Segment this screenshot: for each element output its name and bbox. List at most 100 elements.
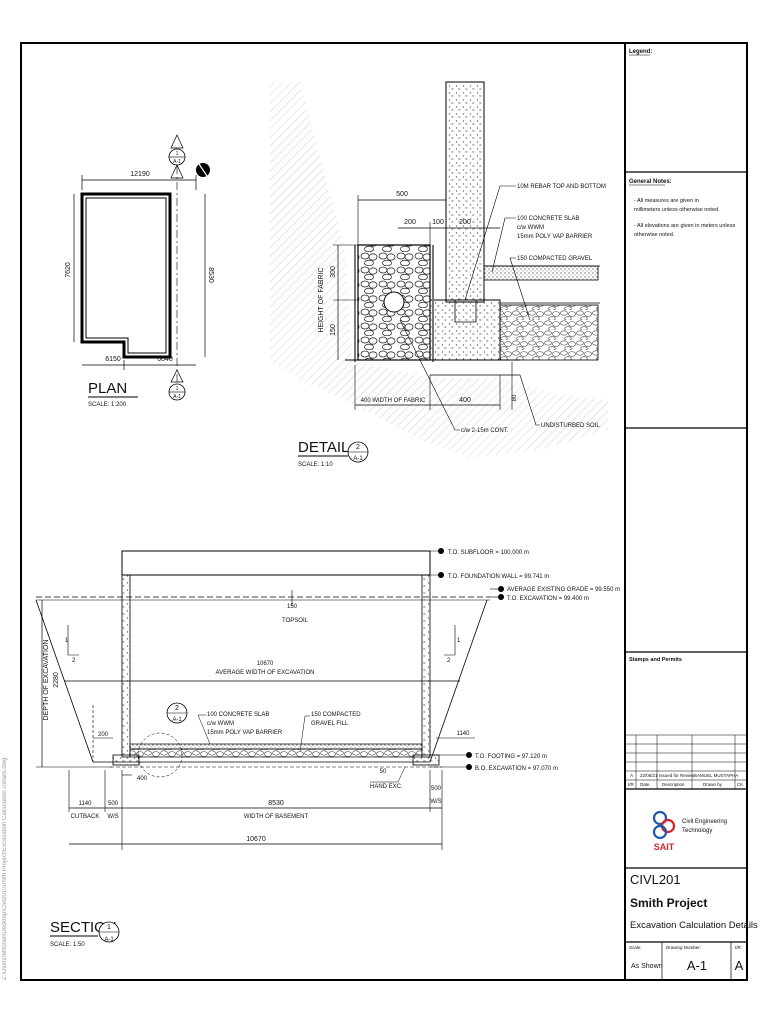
elev-excavation-top: T.O. EXCAVATION = 99.400 m (507, 596, 589, 602)
topsoil-dim: 150 (287, 604, 298, 610)
note-line-1: - All measures are given in (634, 198, 699, 204)
note-line-4: otherwise noted. (634, 232, 675, 238)
hand-exc-label: HAND EXC. (370, 784, 403, 790)
detail-marker: 2 A-1 (347, 441, 369, 463)
plan-title: PLAN (88, 380, 127, 397)
svg-text:A-1: A-1 (173, 394, 181, 400)
dept-line-1: Civil Engineering (682, 819, 727, 825)
scale-value: As Shown (631, 963, 663, 970)
plan-dim-right: 8530 (207, 267, 214, 283)
slope-left-1: 1 (65, 638, 69, 644)
svg-text:1: 1 (176, 151, 179, 157)
slope-left-2: 2 (72, 658, 76, 664)
detail-scale: SCALE: 1:10 (298, 462, 333, 468)
section-note-slab1: 100 CONCRETE SLAB (207, 712, 269, 718)
detail-note-gravel: 150 COMPACTED GRAVEL (517, 256, 593, 262)
section-dim-200: 200 (98, 732, 109, 738)
dept-line-2: Technology (682, 828, 712, 834)
detail-dim-500: 500 (396, 191, 408, 198)
section-dim-1140r: 1140 (457, 731, 471, 737)
ir-label: I/R: (735, 945, 742, 950)
section-view: T.O. SUBFLOOR = 100.000 m T.O. FOUNDATIO… (35, 548, 620, 948)
ws-label-left: W/S (107, 814, 118, 820)
elev-subfloor: T.O. SUBFLOOR = 100.000 m (448, 550, 529, 556)
slope-right-1: 1 (457, 638, 461, 644)
title-block: Legend: General Notes: - All measures ar… (625, 49, 758, 980)
detail-note-rebar: 10M REBAR TOP AND BOTTOM (517, 184, 606, 190)
plan-section-marker-bottom: 1 A-1 (168, 369, 186, 401)
footing-detail: 500 200 100 200 300 150 HEIGHT OF FABRIC… (270, 81, 608, 468)
ws-dim-left: 500 (108, 801, 119, 807)
elev-existing-grade: AVERAGE EXISTING GRADE = 99.550 m (507, 587, 620, 593)
stamps-label: Stamps and Permits (629, 657, 682, 663)
rev-drawn-by: SAMUEL MUSTAPHA (694, 773, 738, 778)
cutback-label: CUTBACK (71, 814, 100, 820)
detail-note-slab2: c/w WWM (517, 225, 544, 231)
detail-height-of-fabric: HEIGHT OF FABRIC (318, 267, 325, 332)
section-dim-400: 400 (137, 776, 148, 782)
sait-logo-icon: SAIT (652, 810, 676, 852)
rev-head-date: Date (640, 782, 650, 787)
detail-dim-200a: 200 (404, 219, 416, 226)
note-line-3: - All elevations are given in meters unl… (634, 223, 735, 229)
svg-text:2: 2 (356, 444, 360, 451)
course-code: CIVL201 (630, 872, 681, 887)
detail-fabric-width: 400 WIDTH OF FABRIC (361, 398, 426, 404)
scale-label: Scale: (629, 945, 642, 950)
detail-note-slab1: 100 CONCRETE SLAB (517, 216, 579, 222)
north-arrow-icon (196, 163, 210, 177)
plan-view: 12190 7620 8530 6150 6040 1 A-1 1 A-1 (65, 134, 214, 408)
depth-dim: 2280 (53, 672, 60, 688)
svg-text:A-1: A-1 (104, 937, 114, 943)
section-note-slab3: 15mm POLY VAP BARRIER (207, 730, 283, 736)
slope-right-2: 2 (447, 658, 451, 664)
elev-foundation-wall: T.O. FOUNDATION WALL = 99.741 m (448, 574, 549, 580)
section-note-gravel1: 150 COMPACTED (311, 712, 361, 718)
svg-text:2: 2 (175, 705, 179, 712)
rev-head-ir: I/R (628, 782, 635, 787)
avg-width-label: AVERAGE WIDTH OF EXCAVATION (216, 670, 315, 676)
depth-label: DEPTH OF EXCAVATION (43, 640, 50, 721)
section-marker: 1 A-1 (98, 921, 120, 943)
drawing-title: Excavation Calculation Details (630, 920, 758, 931)
sheet-border (20, 42, 748, 981)
rev-head-description: Description (662, 782, 685, 787)
general-notes-label: General Notes: (629, 179, 672, 185)
detail-dim-300: 300 (330, 266, 337, 278)
section-note-slab2: c/w WWM (207, 721, 234, 727)
legend-label: Legend: (629, 49, 652, 55)
detail-dim-200b: 200 (459, 219, 471, 226)
detail-dim-80: 80 (512, 394, 518, 401)
detail-title: DETAIL (298, 439, 349, 456)
section-note-gravel2: GRAVEL FILL (311, 721, 349, 727)
section-detail-marker: 2 A-1 (137, 702, 188, 778)
total-width-dim: 10670 (246, 836, 266, 843)
section-scale: SCALE: 1:50 (50, 942, 85, 948)
svg-text:A-1: A-1 (353, 456, 363, 462)
ir-value: A (735, 958, 744, 973)
detail-dim-100: 100 (432, 219, 444, 226)
svg-text:1: 1 (107, 924, 111, 931)
detail-note-soil: UNDISTURBED SOIL (541, 423, 600, 429)
plan-dim-bottom-right: 6040 (157, 356, 173, 363)
svg-text:A-1: A-1 (172, 717, 182, 723)
elev-excavation-bottom: B.O. EXCAVATION = 97.070 m (475, 766, 558, 772)
plan-dim-top: 12190 (130, 171, 150, 178)
project-name: Smith Project (630, 896, 707, 910)
note-line-2: millimeters unless otherwise noted. (634, 207, 720, 213)
drawing-number-label: Drawing Number: (666, 945, 701, 950)
ws-label-right: W/S (430, 799, 441, 805)
basement-dim: 8530 (268, 800, 284, 807)
topsoil-label: TOPSOIL (282, 618, 309, 624)
drawing-number: A-1 (687, 958, 707, 973)
plan-dim-left: 7620 (65, 262, 72, 278)
cutback-dim: 1140 (79, 801, 93, 807)
plan-section-marker-top: 1 A-1 (168, 134, 186, 179)
detail-note-slab3: 15mm POLY VAP BARRIER (517, 234, 593, 240)
plan-scale: SCALE: 1:200 (88, 402, 127, 408)
basement-label: WIDTH OF BASEMENT (244, 814, 309, 820)
detail-dim-150: 150 (330, 324, 337, 336)
rev-head-ck: CK (737, 782, 743, 787)
ws-dim-right: 500 (431, 786, 442, 792)
